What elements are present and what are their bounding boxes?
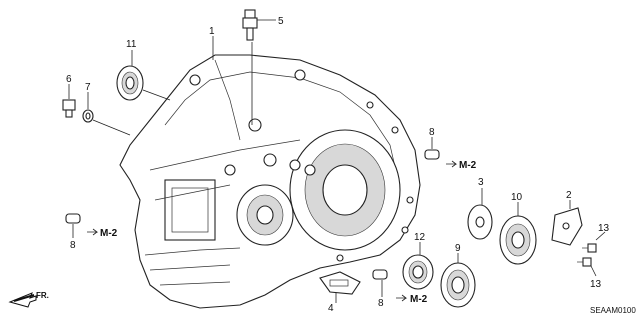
callout-3: 3 [478,177,484,188]
callout-8-left: 8 [70,240,76,251]
reference-m2-left: M-2 [100,228,118,239]
callout-7: 7 [85,82,91,93]
callout-8-upper: 8 [429,127,435,138]
arrow-m2-left [87,228,99,236]
callout-5: 5 [278,16,284,27]
oil-seal-part-11 [116,65,144,101]
callout-11: 11 [126,39,137,50]
bracket-part-4 [319,271,361,295]
leader-7b [92,119,131,136]
retainer-plate-part-2 [551,207,583,246]
sensor-part-5 [242,9,258,41]
callout-4: 4 [328,303,334,314]
callout-1: 1 [209,26,215,37]
callout-8-bottom: 8 [378,298,384,309]
bearing-part-9 [440,262,476,308]
drain-bolt-part-6 [62,99,76,118]
bolt-part-13-upper [582,243,597,253]
leader-13a [595,231,606,241]
washer-part-7 [82,109,94,123]
callout-6: 6 [66,74,72,85]
callout-10: 10 [511,192,523,203]
front-direction-arrow-icon [8,292,37,308]
front-direction-label: FR. [36,291,49,300]
callout-2: 2 [566,190,572,201]
dowel-pin-part-8-left [65,213,81,224]
bolt-part-13-lower [577,257,592,267]
dowel-pin-part-8-bottom [372,269,388,280]
dowel-pin-part-8-upper [424,149,440,160]
diagram-code: SEAAM0100 [590,306,636,315]
oil-seal-part-12 [402,254,434,290]
callout-9: 9 [455,243,461,254]
leader-11b [142,89,171,101]
plate-part-3 [467,204,493,240]
reference-m2-top: M-2 [459,160,477,171]
callout-13-upper: 13 [598,223,610,234]
leader-13b [590,265,597,277]
bearing-part-10 [499,215,537,265]
callout-13-lower: 13 [590,279,602,290]
reference-m2-bottom: M-2 [410,294,428,305]
arrow-m2-top [446,160,458,168]
clutch-housing [119,54,421,309]
arrow-m2-bottom [396,294,408,302]
callout-12: 12 [414,232,426,243]
